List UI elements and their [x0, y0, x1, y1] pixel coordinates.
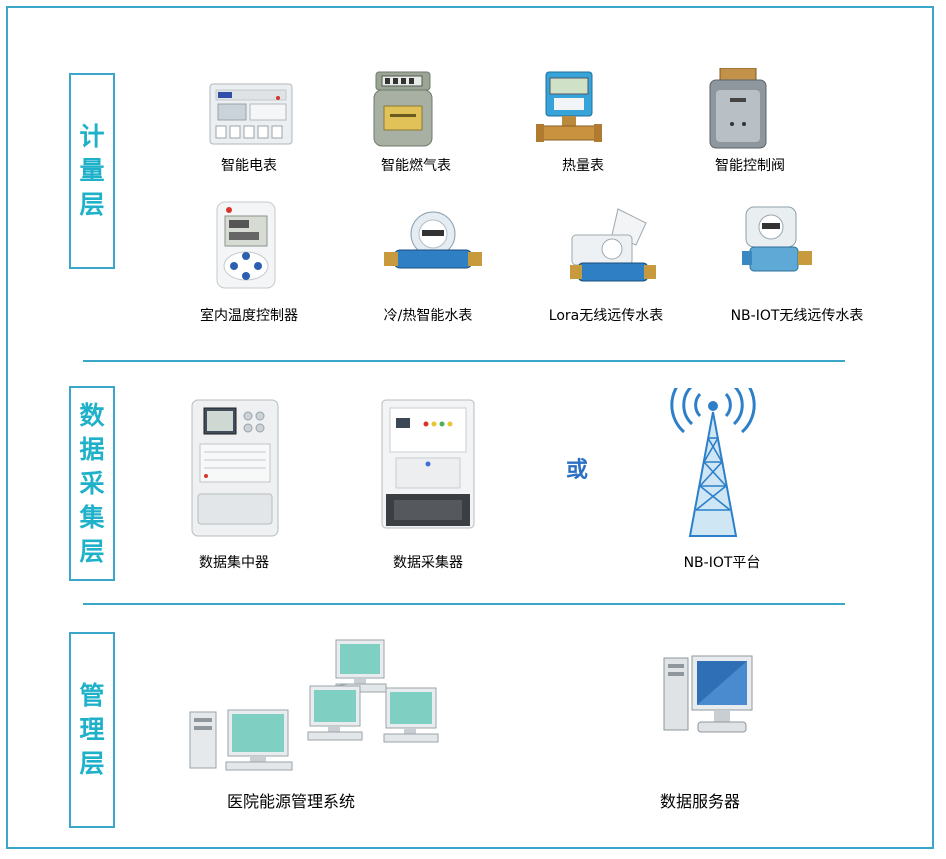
control-valve-icon — [709, 68, 767, 149]
caption-nbiot-platform: NB-IOT平台 — [683, 555, 761, 571]
caption-energy-management-system: 医院能源管理系统 — [226, 792, 356, 811]
layer-label-char: 数 — [79, 400, 105, 430]
data-concentrator-icon — [191, 399, 279, 537]
layer-label-char: 采 — [79, 468, 105, 498]
caption-data-collector: 数据采集器 — [393, 555, 463, 571]
caption-data-concentrator: 数据集中器 — [199, 555, 269, 571]
layer-label-char: 集 — [79, 502, 105, 532]
electric-meter-icon — [209, 83, 293, 145]
divider-bottom — [83, 603, 845, 605]
data-collector-icon — [381, 399, 475, 529]
layer-label-metering: 计量层 — [69, 73, 115, 269]
caption-gas-meter: 智能燃气表 — [381, 158, 451, 174]
layer-label-collection: 数据采集层 — [69, 386, 115, 581]
layer-label-char: 层 — [79, 749, 105, 778]
layer-label-char: 量 — [79, 156, 105, 185]
caption-lora-water-meter: Lora无线远传水表 — [548, 308, 664, 324]
outer-frame — [6, 6, 934, 849]
caption-thermostat: 室内温度控制器 — [200, 308, 298, 324]
caption-nbiot-water-meter: NB-IOT无线远传水表 — [730, 308, 864, 324]
lora-water-meter-icon — [570, 208, 656, 282]
thermostat-icon — [216, 201, 276, 289]
server-computer-icon — [663, 655, 753, 733]
layer-label-char: 据 — [79, 434, 105, 464]
caption-electric-meter: 智能电表 — [221, 158, 277, 174]
divider-top — [83, 360, 845, 362]
layer-label-char: 层 — [79, 536, 105, 566]
caption-water-meter: 冷/热智能水表 — [383, 308, 473, 324]
heat-meter-icon — [536, 71, 602, 142]
nbiot-water-meter-icon — [742, 206, 812, 272]
layer-label-management: 管理层 — [69, 632, 115, 828]
caption-heat-meter: 热量表 — [562, 158, 604, 174]
networked-computers-icon — [189, 639, 439, 771]
caption-control-valve: 智能控制阀 — [715, 158, 785, 174]
gas-meter-icon — [373, 71, 433, 147]
water-meter-icon — [384, 211, 482, 269]
signal-tower-icon — [670, 388, 756, 537]
layer-label-char: 计 — [79, 122, 105, 151]
layer-label-char: 管 — [79, 681, 105, 710]
caption-data-server: 数据服务器 — [659, 792, 741, 811]
layer-label-char: 理 — [79, 715, 105, 744]
layer-label-char: 层 — [79, 190, 105, 219]
or-text: 或 — [566, 458, 589, 483]
